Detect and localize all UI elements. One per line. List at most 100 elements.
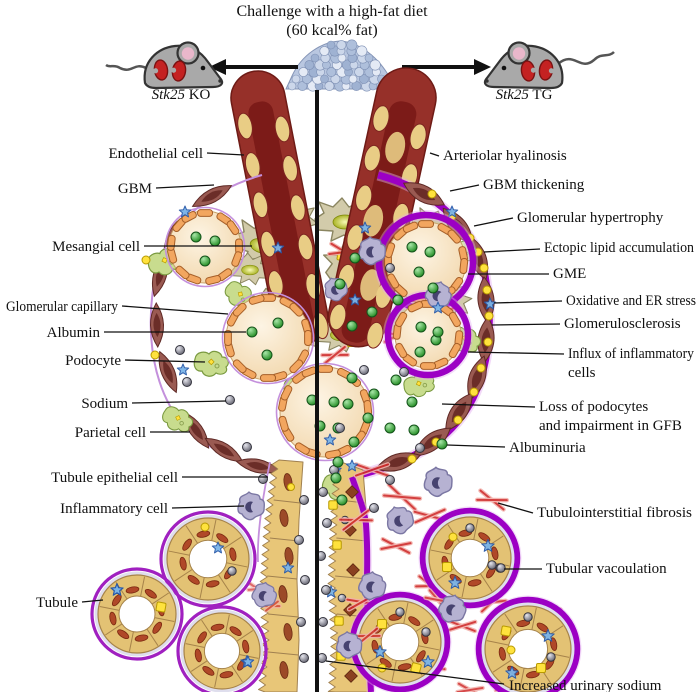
er-stress-star: [421, 655, 435, 668]
tubule-cell-border: [231, 665, 243, 683]
chow-pellet: [369, 59, 381, 71]
sodium-dot: [523, 612, 533, 622]
tubule-cell-border: [273, 499, 301, 504]
albumin-dot: [392, 294, 404, 306]
tubule-cell-nucleus: [152, 621, 163, 634]
podocyte-granule: [237, 291, 243, 297]
albumin-dot: [414, 346, 426, 358]
albumin-dot: [366, 306, 378, 318]
lipid-dot: [484, 311, 494, 321]
ko-mouse: [143, 41, 224, 90]
sodium-dot: [369, 503, 379, 513]
albumin-dot: [261, 349, 273, 361]
albumin-dot: [246, 326, 258, 338]
albumin-dot: [362, 412, 374, 424]
lipid-dot: [453, 415, 463, 425]
label-gbm-thickening: GBM thickening: [483, 177, 585, 193]
tubule-cell-border: [519, 668, 525, 691]
endothelial-cell-segment: [260, 374, 276, 382]
lipid-droplet: [328, 500, 338, 510]
tubule-cell-nucleus: [345, 485, 359, 499]
label-tubule: Tubule: [36, 595, 78, 611]
tubule-cell-border: [217, 574, 231, 593]
inflammatory-cell-nucleus: [446, 604, 456, 616]
tubule-cell-border: [185, 643, 205, 648]
sodium-dot: [385, 263, 395, 273]
sodium-dot: [300, 575, 310, 585]
endothelial-cell-segment: [226, 220, 240, 236]
glomerular-capillary: [221, 291, 315, 385]
chow-pellet: [319, 46, 330, 56]
er-stress-star: [211, 541, 225, 554]
endothelial-cell-segment: [317, 365, 333, 373]
chow-pellet: [297, 81, 308, 91]
tubule-cross-section: [418, 506, 522, 610]
chow-pellet: [287, 81, 297, 91]
label-oxidative-er-stress: Oxidative and ER stress: [566, 293, 696, 309]
endothelial-cell-segment: [420, 362, 436, 370]
tubule-cell-nucleus: [284, 547, 294, 565]
endothelial-cell-segment: [324, 449, 341, 459]
inflammatory-cell-nucleus: [343, 640, 351, 652]
tubule-cell-border: [146, 628, 159, 646]
leader-lines: [81, 152, 565, 685]
albumin-dot: [346, 320, 358, 332]
lipid-droplet: [155, 601, 167, 613]
fibrosis-strand: [456, 686, 484, 692]
fibrosis-strand: [474, 488, 510, 512]
label-parietal-cell: Parietal cell: [75, 425, 146, 441]
leader-ectopic-lipid: [483, 248, 541, 253]
albumin-dot: [199, 255, 211, 267]
tubule-cell-border: [199, 577, 205, 599]
er-stress-star: [541, 629, 555, 642]
er-stress-star: [323, 433, 337, 446]
lipid-dot: [479, 263, 489, 273]
albumin-dot: [408, 424, 420, 436]
tubule-cell-nucleus: [279, 661, 289, 679]
sodium-dot: [335, 423, 345, 433]
label-podocyte: Podocyte: [65, 353, 121, 369]
tubule-cell-nucleus: [210, 623, 225, 631]
tubule-cell-nucleus: [196, 530, 211, 538]
sodium-dot: [258, 474, 268, 484]
tubule-basement-membrane: [475, 596, 581, 692]
sodium-dot: [415, 443, 425, 453]
albumin-dot: [368, 388, 380, 400]
er-stress-star: [445, 205, 459, 218]
label-albuminuria: Albuminuria: [509, 440, 586, 456]
glomerular-capillary: [275, 362, 375, 462]
podocyte-granule: [422, 382, 428, 388]
fibrosis-strand: [342, 509, 370, 531]
hyalinosis-deposit: [385, 131, 406, 164]
tubule-cell-nucleus: [229, 626, 242, 636]
sodium-dot: [299, 653, 309, 663]
tubule-cell-nucleus: [491, 546, 499, 561]
inflammatory-cell: [251, 581, 278, 608]
tubule-cell-border: [461, 576, 467, 598]
er-stress-star: [110, 583, 124, 596]
albumin-dot: [272, 317, 284, 329]
lipid-dot: [141, 255, 151, 265]
tubule-cell-border: [154, 617, 175, 623]
chow-pellet: [346, 39, 358, 51]
endothelial-cell: [290, 194, 306, 222]
lipid-dot: [483, 337, 493, 347]
leader-gbm: [155, 184, 215, 189]
tubule-lumen: [380, 622, 420, 662]
mesangial-cell-nucleus: [241, 264, 259, 276]
inflammatory-cell-body: [358, 236, 387, 266]
tubule-cell-border: [105, 623, 123, 636]
fibrosis-strand: [380, 542, 412, 550]
tubule-cell-border: [531, 607, 537, 630]
endothelial-cell-segment: [205, 275, 222, 285]
label-loss-podocytes-1: Loss of podocytes: [539, 399, 648, 415]
inflammatory-cell-nucleus: [366, 581, 375, 593]
lipid-dot: [469, 387, 479, 397]
inflammatory-cell: [437, 594, 467, 623]
tubule-cell-border: [473, 518, 479, 540]
gbm-ring: [221, 291, 315, 385]
sodium-dot: [322, 518, 332, 528]
label-tubule-epithelial-cell: Tubule epithelial cell: [51, 470, 178, 486]
tubule-cell-nucleus: [134, 634, 149, 642]
leader-glomerular-hypertrophy: [473, 217, 514, 227]
